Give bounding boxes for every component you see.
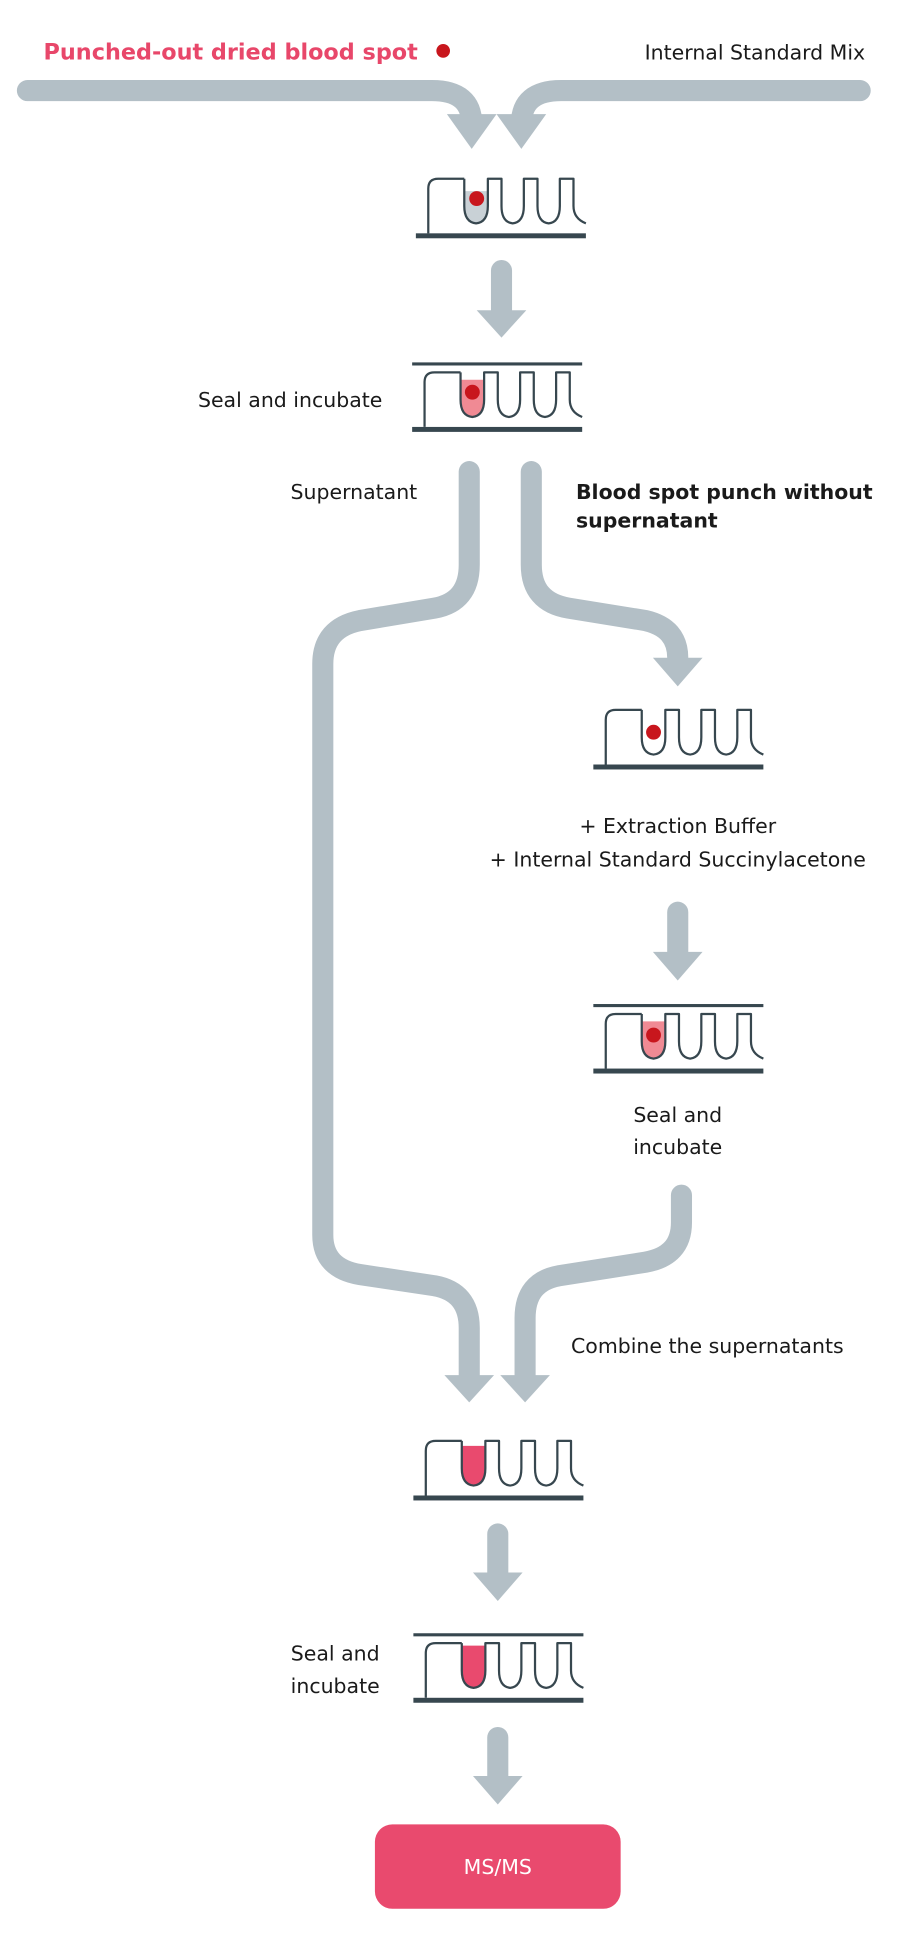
label-punch-line1: Blood spot punch without	[576, 480, 873, 504]
plate-1	[414, 177, 588, 240]
blood-dot-icon	[464, 384, 480, 400]
arrow-punch-path	[520, 461, 689, 669]
label-punch-line2: supernatant	[576, 508, 718, 532]
blood-dot-icon	[436, 44, 450, 58]
label-supernatant: Supernatant	[291, 480, 418, 504]
plate-4-sealed	[592, 1004, 765, 1075]
blood-dot-icon	[646, 1027, 661, 1043]
arrow-head-icon	[472, 1775, 523, 1805]
arrow-head-icon	[500, 1375, 550, 1403]
arrow-head-icon	[472, 1572, 523, 1601]
label-seal-incubate-3-line2: incubate	[291, 1674, 380, 1698]
arrow-blood-spot	[16, 80, 483, 135]
label-seal-incubate-3-line1: Seal and	[291, 1642, 380, 1666]
label-combine: Combine the supernatants	[571, 1334, 844, 1358]
ms-ms-label: MS/MS	[464, 1855, 532, 1879]
label-seal-incubate-2-line2: incubate	[633, 1135, 722, 1159]
plate-2-sealed	[411, 362, 584, 434]
blood-dot-icon	[469, 191, 485, 207]
label-seal-incubate-2-line1: Seal and	[633, 1103, 722, 1127]
blood-dot-icon	[646, 724, 661, 740]
arrow-head-icon	[652, 657, 703, 687]
arrow-head-icon	[652, 951, 703, 981]
label-seal-incubate-1: Seal and incubate	[198, 388, 382, 412]
plate-3	[592, 708, 765, 771]
arrow-internal-standard	[510, 80, 871, 135]
arrow-head-icon	[496, 114, 547, 149]
ms-ms-box: MS/MS	[374, 1824, 621, 1909]
arrow-head-icon	[476, 310, 527, 338]
label-internal-standard-sa: + Internal Standard Succinylacetone	[490, 847, 866, 871]
title-blood-spot: Punched-out dried blood spot	[44, 40, 419, 66]
arrow-extract-path	[514, 1184, 693, 1391]
arrow-supernatant-path	[312, 461, 480, 1391]
plate-5	[412, 1439, 585, 1502]
arrow-head-icon	[444, 1375, 495, 1403]
title-internal-standard: Internal Standard Mix	[645, 41, 865, 65]
plate-6-sealed	[412, 1633, 585, 1704]
arrow-head-icon	[446, 114, 497, 149]
label-extraction-buffer: + Extraction Buffer	[579, 814, 776, 838]
